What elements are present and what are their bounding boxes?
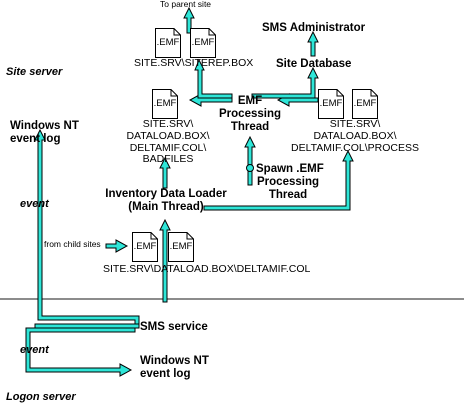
nt-event-log-top-label: Windows NT event log [10,120,79,145]
deltamif-path-label: SITE.SRV\DATALOAD.BOX\DELTAMIF.COL [103,263,311,275]
site-server-label: Site server [6,66,63,78]
flow-arrows [25,6,354,377]
deltamif-doc-1: .EMF [132,232,158,262]
spawn-junction [246,164,254,172]
emf-document-icon [318,89,344,119]
spawn-emf-thread-label: Spawn .EMF Processing Thread [256,163,324,201]
badfiles-path-label: SITE.SRV\ DATALOAD.BOX\ DELTAMIF.COL\ BA… [126,118,210,166]
arrow-loader-to-badfiles [159,156,171,189]
sms-administrator-label: SMS Administrator [262,22,366,34]
emf-document-icon [352,89,378,119]
arrow-emf-thread-to-database [251,66,319,99]
arrow-service-link [34,323,140,329]
emf-document-icon [155,28,181,58]
process-path-label: SITE.SRV\ DATALOAD.BOX\ DELTAMIF.COL\PRO… [291,118,419,154]
emf-document-icon [132,232,158,262]
emf-document-icon [190,28,216,58]
process-doc-2: .EMF [352,89,378,119]
logon-server-label: Logon server [6,391,76,403]
to-parent-site-label: To parent site [160,0,212,9]
inventory-data-loader-label: Inventory Data Loader (Main Thread) [105,188,227,213]
siterep-path-label: SITE.SRV\SITEREP.BOX [134,57,254,69]
arrow-spawn-to-emf-thread [244,135,256,186]
nt-event-log-bottom-label: Windows NT event log [140,355,209,380]
arrow-database-to-admin [307,30,319,57]
from-child-sites-label: from child sites [44,239,101,249]
event-bottom-label: event [20,344,49,356]
arrow-from-child-sites [105,239,129,253]
emf-document-icon [168,232,194,262]
deltamif-doc-2: .EMF [168,232,194,262]
siterep-doc-1: .EMF [155,28,181,58]
arrow-loader-to-process [203,149,354,211]
emf-processing-thread-label: EMF Processing Thread [219,95,281,133]
siterep-doc-2: .EMF [190,28,216,58]
arrow-emf-thread-to-siterep [194,58,233,99]
sms-service-label: SMS service [140,321,208,333]
process-doc-1: .EMF [318,89,344,119]
badfiles-doc-1: .EMF [152,89,178,119]
site-database-label: Site Database [276,58,352,70]
event-top-label: event [20,198,49,210]
arrow-deltamif-to-loader [159,218,171,303]
emf-document-icon [152,89,178,119]
